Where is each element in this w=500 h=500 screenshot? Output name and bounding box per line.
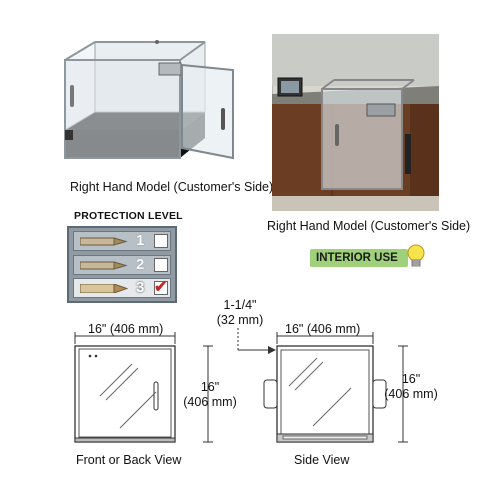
- side-view-drawing: [263, 332, 408, 443]
- bullet-icon: [80, 284, 128, 293]
- bullet-icon: [80, 261, 128, 270]
- protection-level-panel: 1 2 3 ✔: [67, 226, 177, 303]
- protection-level-number: 3: [136, 279, 145, 296]
- front-view-drawing: [74, 332, 213, 443]
- front-view-caption: Front or Back View: [76, 453, 182, 467]
- front-view-width-label: 16" (406 mm): [88, 322, 164, 336]
- protection-level-number: 2: [136, 256, 145, 273]
- front-view-height-line1: 16": [200, 380, 220, 394]
- protection-level-checkbox-3: ✔: [154, 279, 168, 296]
- model-photo-caption: Right Hand Model (Customer's Side): [70, 180, 274, 194]
- side-view-depth-line1: 1-1/4": [223, 298, 257, 312]
- product-photo-installed: [272, 34, 439, 211]
- side-view-depth-label: 1-1/4" (32 mm): [212, 298, 268, 328]
- protection-level-checkbox-1: [154, 234, 168, 248]
- lightbulb-icon: [407, 244, 425, 267]
- depth-arrow: [237, 328, 276, 354]
- side-view-width-label: 16" (406 mm): [285, 322, 361, 336]
- side-view-height-line1: 16": [401, 372, 421, 386]
- installed-photo-caption: Right Hand Model (Customer's Side): [267, 219, 471, 233]
- bullet-icon: [80, 237, 128, 246]
- protection-level-row-3: 3 ✔: [73, 278, 171, 298]
- product-photo-model: [64, 40, 234, 160]
- front-view-height-line2: (406 mm): [183, 395, 237, 409]
- side-view-height-line2: (406 mm): [384, 387, 438, 401]
- protection-level-row-1: 1: [73, 231, 171, 251]
- check-mark-icon: ✔: [154, 279, 168, 296]
- interior-use-label: INTERIOR USE: [316, 252, 398, 264]
- interior-use-badge: INTERIOR USE: [310, 249, 408, 267]
- protection-level-number: 1: [136, 232, 145, 249]
- side-view-height-label: 16" (406 mm): [380, 372, 442, 402]
- side-view-caption: Side View: [294, 453, 350, 467]
- protection-level-row-2: 2: [73, 255, 171, 275]
- protection-level-title: PROTECTION LEVEL: [74, 210, 183, 222]
- side-view-depth-line2: (32 mm): [216, 313, 264, 327]
- front-view-height-label: 16" (406 mm): [180, 380, 240, 410]
- protection-level-checkbox-2: [154, 258, 168, 272]
